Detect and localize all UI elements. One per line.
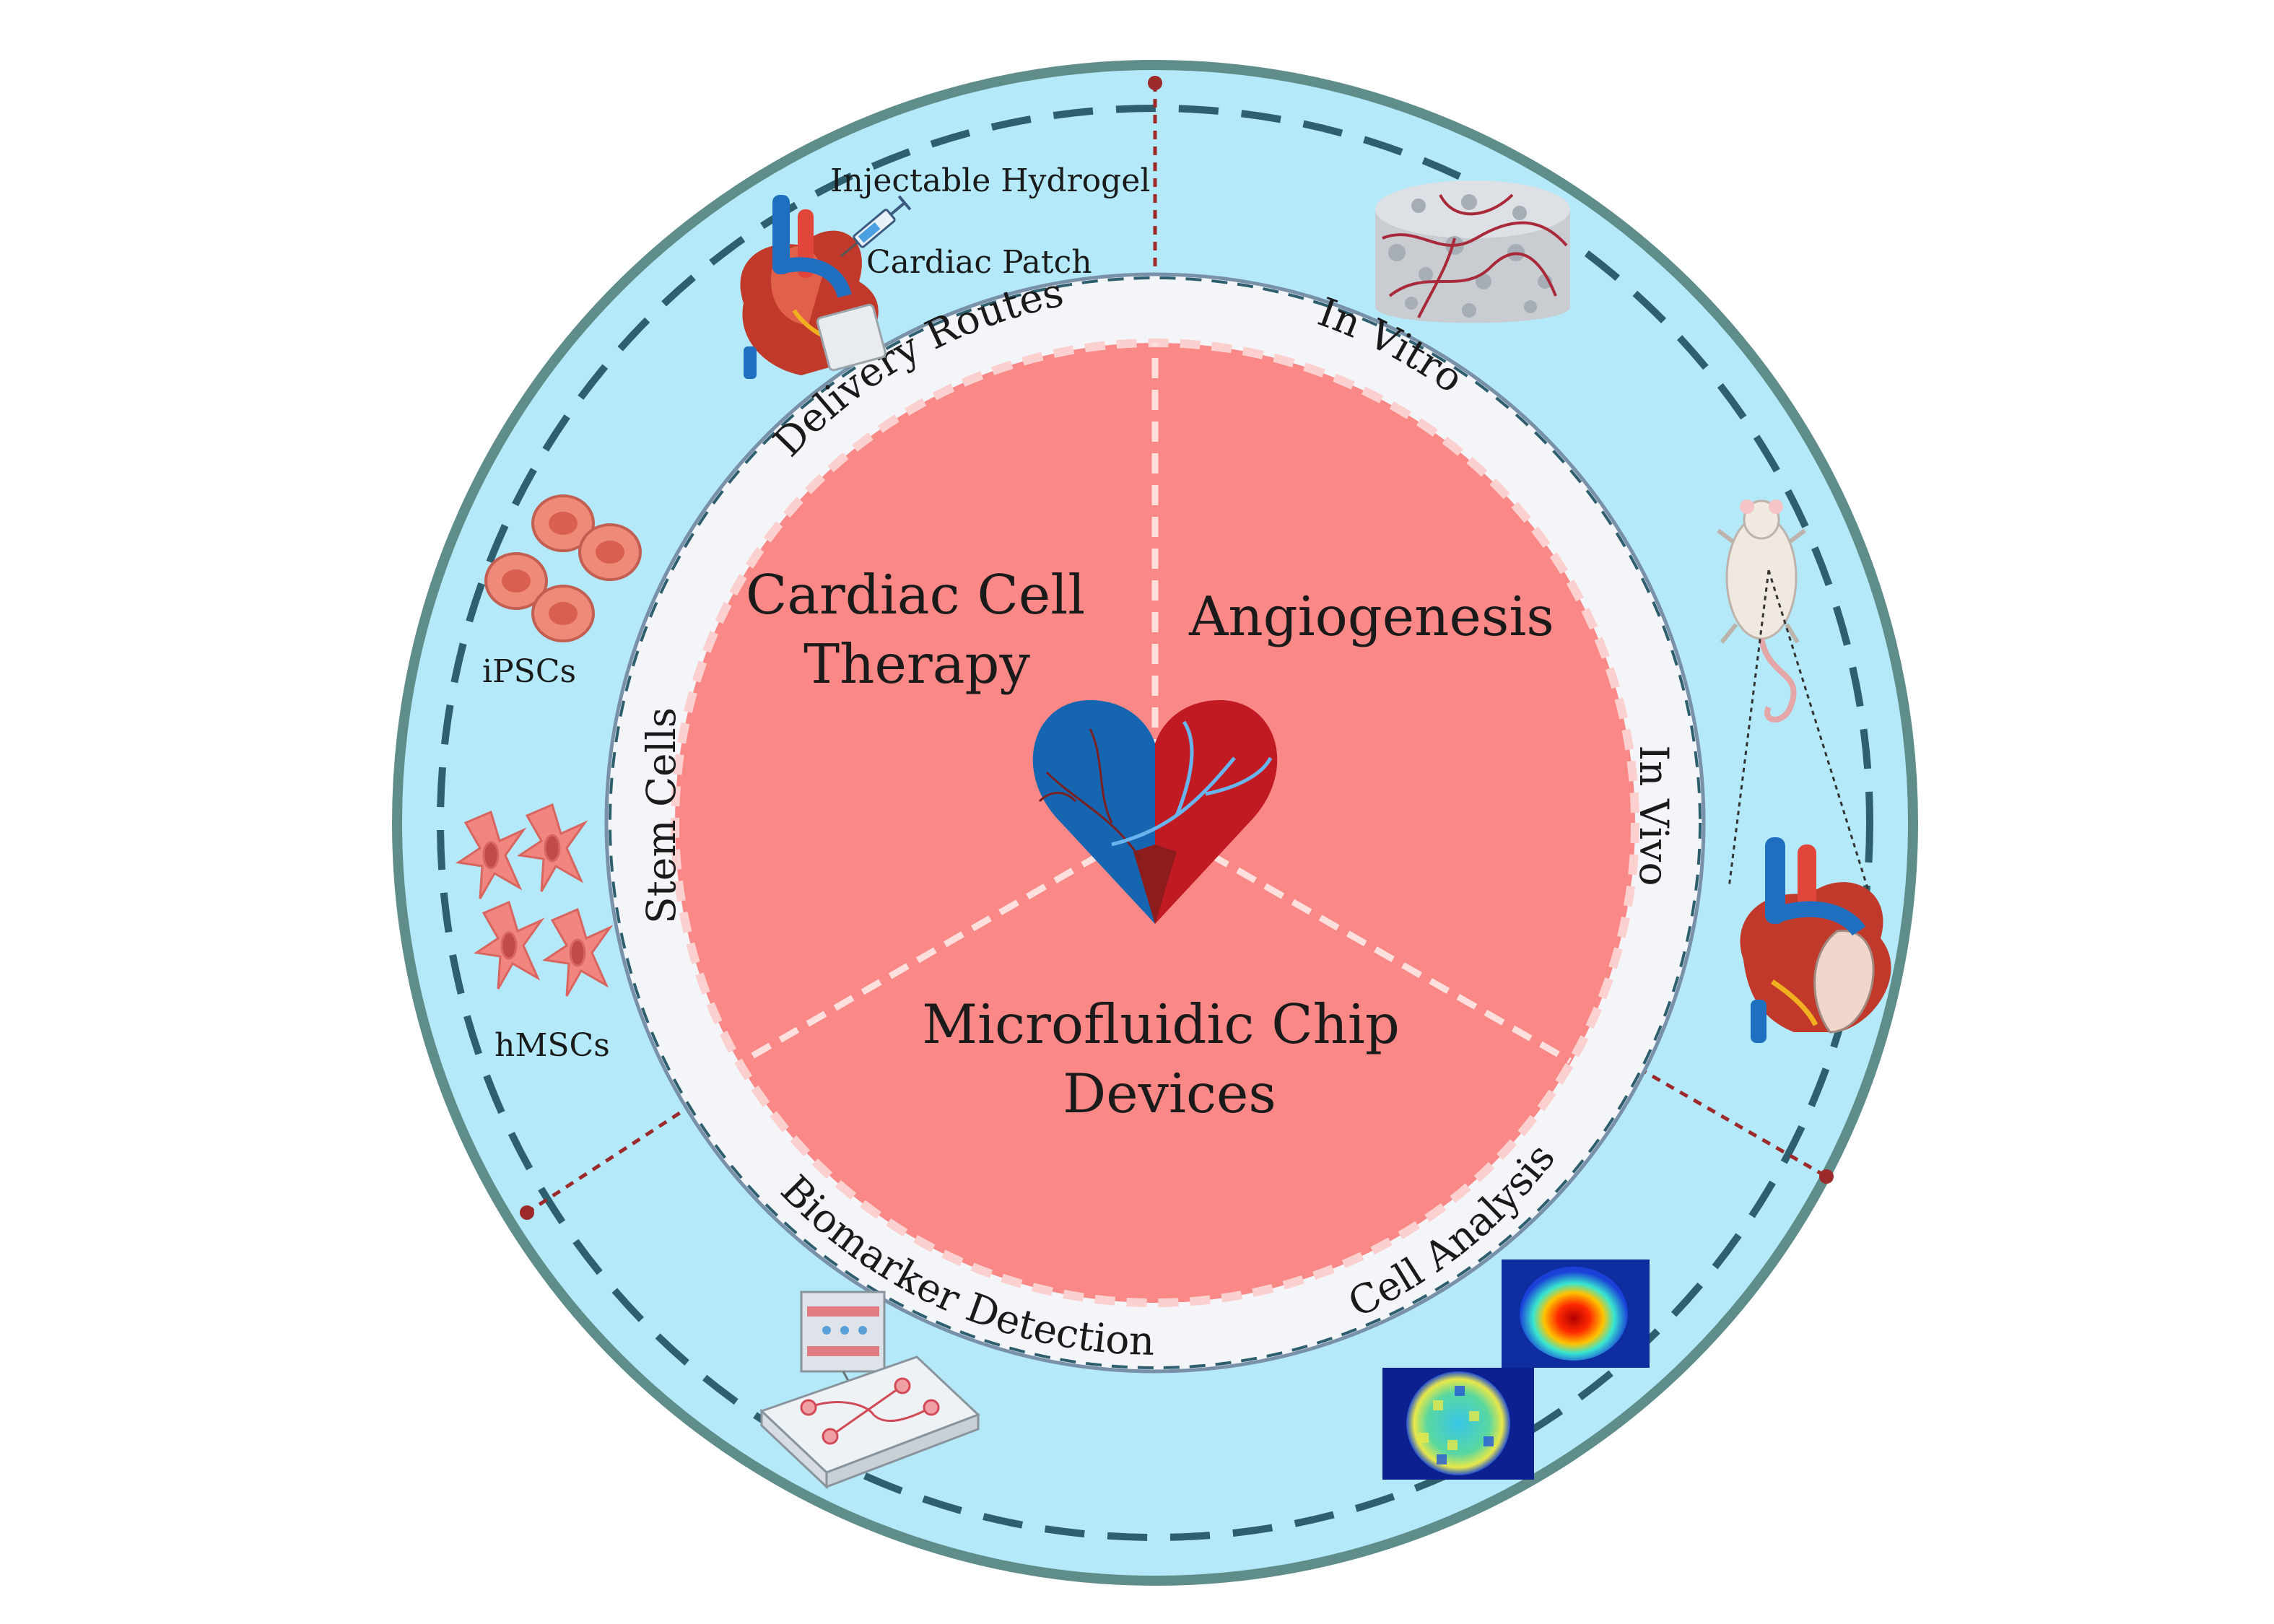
connector-lower-right bbox=[1637, 1066, 1828, 1179]
ring-label-in-vivo: In Vivo bbox=[1631, 745, 1677, 886]
ring-label-stem-cells: Stem Cells bbox=[638, 707, 684, 924]
connector-dot-left bbox=[520, 1205, 534, 1220]
sector-angiogenesis: Angiogenesis bbox=[1188, 585, 1554, 648]
microfluidic-chip-icon bbox=[759, 1291, 980, 1490]
anatomical-heart-icon bbox=[1740, 837, 1891, 1043]
ipsc-cells-icon bbox=[484, 494, 642, 642]
dashed-circle bbox=[437, 105, 1873, 1541]
connector-lower-left bbox=[526, 1102, 694, 1215]
hmsc-cells-icon bbox=[455, 803, 614, 997]
scaffold-icon bbox=[1375, 180, 1570, 323]
connectors bbox=[526, 83, 1828, 1215]
heart-patch-icon bbox=[740, 195, 886, 379]
connector-dot-top bbox=[1148, 76, 1162, 90]
label-injectable-hydrogel: Injectable Hydrogel bbox=[830, 162, 1150, 199]
center-heart-icon bbox=[1032, 700, 1278, 924]
label-ipscs: iPSCs bbox=[482, 653, 576, 690]
sector-cardiac-cell-therapy: Cardiac Cell Therapy bbox=[746, 563, 1102, 696]
sector-microfluidic-chip-devices: Microfluidic Chip Devices bbox=[922, 992, 1416, 1125]
connector-dot-right bbox=[1819, 1169, 1834, 1184]
mouse-icon bbox=[1717, 499, 1806, 722]
heatmap-icon bbox=[1382, 1260, 1650, 1480]
sector-dividers bbox=[741, 343, 1572, 1064]
syringe-icon bbox=[840, 195, 912, 258]
zoom-lines bbox=[1728, 569, 1871, 896]
label-hmscs: hMSCs bbox=[495, 1027, 610, 1064]
inner-dashed-ring bbox=[609, 276, 1702, 1369]
label-cardiac-patch: Cardiac Patch bbox=[866, 244, 1092, 281]
